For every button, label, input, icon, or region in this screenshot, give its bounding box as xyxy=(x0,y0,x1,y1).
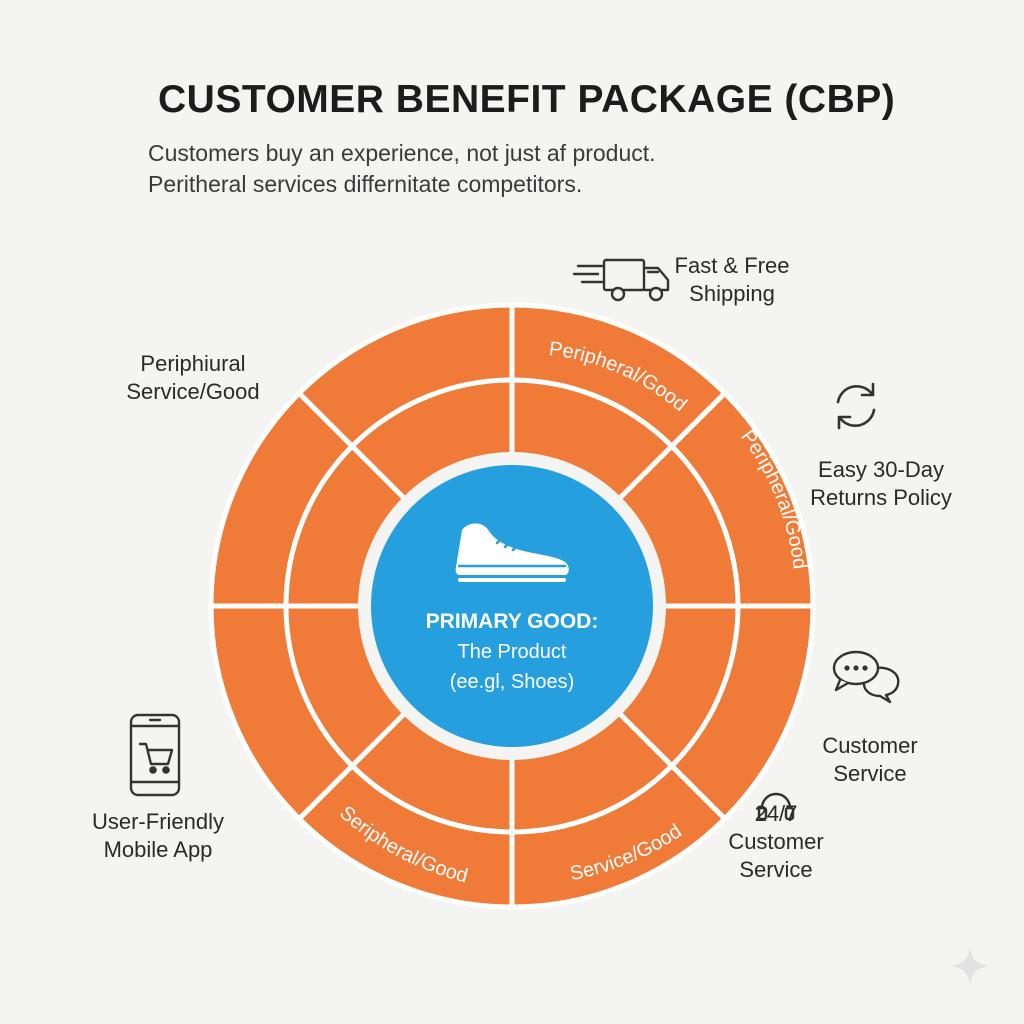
callout-support-247-line-3: Service xyxy=(739,857,813,882)
delivery-truck-icon xyxy=(572,258,670,302)
callout-shipping-line-1: Fast & Free xyxy=(674,253,790,278)
callout-customer-service: Customer Service xyxy=(806,732,934,788)
center-line-3: (ee.gl, Shoes) xyxy=(450,671,575,693)
callout-mobile-app: User-Friendly Mobile App xyxy=(80,808,236,864)
callout-customer-service-line-1: Customer xyxy=(822,733,918,758)
callout-peripheral-line-2: Service/Good xyxy=(126,379,260,404)
subtitle: Customers buy an experience, not just af… xyxy=(148,138,656,200)
headset-icon xyxy=(757,792,795,821)
callout-customer-service-line-2: Service xyxy=(833,761,907,786)
page-title: CUSTOMER BENEFIT PACKAGE (CBP) xyxy=(158,78,896,121)
callout-mobile-app-line-2: Mobile App xyxy=(103,837,213,862)
callout-peripheral-line-1: Periphiural xyxy=(140,351,246,376)
callout-returns: Easy 30-Day Returns Policy xyxy=(800,456,962,512)
callout-mobile-app-line-1: User-Friendly xyxy=(91,809,225,834)
callout-support-247-line-2: Customer xyxy=(728,829,824,854)
callout-shipping-line-2: Shipping xyxy=(689,281,775,306)
shoe-icon xyxy=(455,523,569,582)
refresh-arrows-icon xyxy=(836,382,876,430)
callout-support-247-line-1: 24/7 xyxy=(754,801,798,826)
subtitle-line-1: Customers buy an experience, not just af… xyxy=(148,140,656,166)
chat-bubbles-icon xyxy=(832,650,900,704)
center-line-1: PRIMARY GOOD: xyxy=(426,610,599,633)
callout-returns-line-2: Returns Policy xyxy=(810,485,952,510)
sparkle-icon xyxy=(950,946,990,986)
inner-ring-divider xyxy=(283,377,741,835)
center-line-2: The Product xyxy=(458,641,567,663)
callout-peripheral-service: Periphiural Service/Good xyxy=(118,350,268,406)
primary-good-circle xyxy=(371,465,653,747)
callout-shipping: Fast & Free Shipping xyxy=(668,252,796,308)
callout-returns-line-1: Easy 30-Day xyxy=(818,457,944,482)
subtitle-line-2: Peritheral services differnitate competi… xyxy=(148,171,583,197)
callout-support-247: 24/7 Customer Service xyxy=(712,800,840,884)
mobile-cart-icon xyxy=(129,713,181,797)
